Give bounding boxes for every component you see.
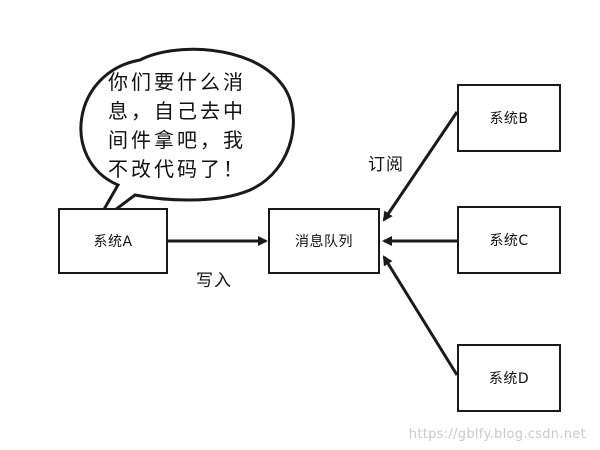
system-b-box: 系统B xyxy=(457,84,561,152)
system-d-label: 系统D xyxy=(488,371,530,387)
system-a-box: 系统A xyxy=(58,208,168,274)
speech-bubble-line: 不改代码了！ xyxy=(108,157,246,181)
system-b-label: 系统B xyxy=(489,111,529,127)
speech-bubble xyxy=(79,47,295,227)
message-queue-label: 消息队列 xyxy=(295,234,353,250)
arrow-system-b-to-queue xyxy=(382,111,459,222)
speech-bubble-line: 你们要什么消 xyxy=(108,70,246,94)
speech-bubble-text: 你们要什么消 息，自己去中 间件拿吧，我 不改代码了！ xyxy=(108,68,274,184)
speech-bubble-line: 间件拿吧，我 xyxy=(108,128,246,152)
speech-bubble-line: 息，自己去中 xyxy=(108,99,246,123)
write-label: 写入 xyxy=(196,271,232,291)
message-queue-box: 消息队列 xyxy=(268,208,380,274)
system-c-box: 系统C xyxy=(457,206,561,274)
arrow-system-d-to-queue xyxy=(382,255,459,376)
subscribe-label: 订阅 xyxy=(368,155,404,175)
system-c-label: 系统C xyxy=(489,233,529,249)
system-d-box: 系统D xyxy=(457,344,561,412)
watermark-text: https://gblfy.blog.csdn.net xyxy=(408,427,586,442)
system-a-label: 系统A xyxy=(93,234,133,250)
